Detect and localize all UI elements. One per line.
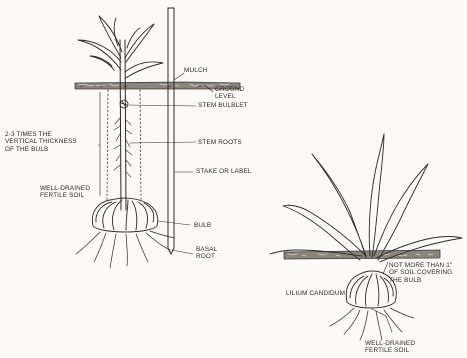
basal-roots-left [76, 231, 174, 268]
label-ground-level: GROUND LEVEL [215, 86, 244, 101]
leaves-right [270, 134, 462, 262]
stem-bulblet [120, 100, 128, 108]
soil-outline-left [107, 90, 141, 200]
label-soil-left: WELL-DRAINED FERTILE SOIL [40, 185, 90, 200]
label-soil-cover-note: NOT MORE THAN 1" OF SOIL COVERING THE BU… [389, 262, 452, 284]
stake [168, 8, 174, 254]
stem-left [120, 40, 126, 210]
label-mulch: MULCH [184, 67, 207, 74]
ground-level-band-right [284, 250, 440, 259]
roots-right [330, 308, 414, 340]
bulb-left [92, 198, 157, 232]
leaves-left [78, 16, 163, 78]
stem-roots [114, 118, 132, 177]
label-stake-or-label: STAKE OR LABEL [196, 168, 252, 175]
label-soil-right: WELL-DRAINED FERTILE SOIL [365, 340, 415, 355]
label-bulb: BULB [194, 222, 211, 229]
label-basal-root: BASAL ROOT [196, 246, 217, 261]
label-stem-bulblet: STEM BULBLET [198, 102, 248, 109]
label-species: LILIUM CANDIDUM [286, 290, 345, 297]
label-depth-note: 2-3 TIMES THE VERTICAL THICKNESS OF THE … [5, 131, 77, 153]
label-stem-roots: STEM ROOTS [198, 139, 242, 146]
